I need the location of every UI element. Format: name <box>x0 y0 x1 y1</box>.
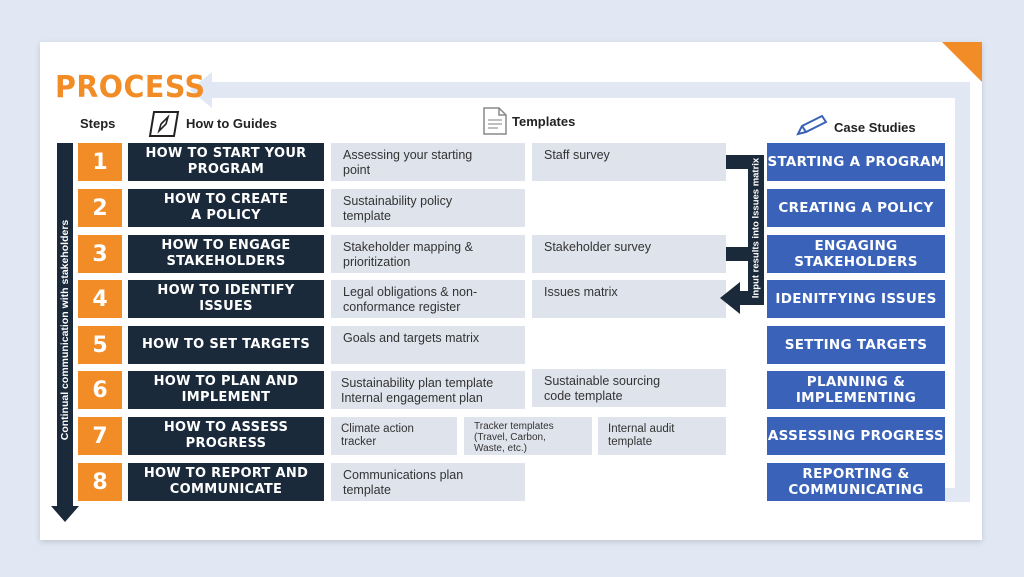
template-staff-survey[interactable]: Staff survey <box>532 143 726 181</box>
case-starting-program[interactable]: STARTING A PROGRAM <box>767 143 945 181</box>
step-number: 5 <box>78 326 122 364</box>
template-internal-audit[interactable]: Internal audit template <box>598 417 726 455</box>
step-number: 7 <box>78 417 122 455</box>
pencil-icon <box>796 114 828 136</box>
guide-set-targets[interactable]: HOW TO SET TARGETS <box>128 326 324 364</box>
case-engaging-stakeholders[interactable]: ENGAGING STAKEHOLDERS <box>767 235 945 273</box>
step-number: 6 <box>78 371 122 409</box>
template-sustainable-sourcing[interactable]: Sustainable sourcing code template <box>532 369 726 407</box>
template-stakeholder-survey[interactable]: Stakeholder survey <box>532 235 726 273</box>
guide-engage-stakeholders[interactable]: HOW TO ENGAGE STAKEHOLDERS <box>128 235 324 273</box>
step-number: 4 <box>78 280 122 318</box>
guide-create-policy[interactable]: HOW TO CREATE A POLICY <box>128 189 324 227</box>
page-title: PROCESS <box>55 70 206 105</box>
guide-report-communicate[interactable]: HOW TO REPORT AND COMMUNICATE <box>128 463 324 501</box>
case-setting-targets[interactable]: SETTING TARGETS <box>767 326 945 364</box>
steps-header: Steps <box>80 116 116 131</box>
case-planning-implementing[interactable]: PLANNING & IMPLEMENTING <box>767 371 945 409</box>
template-sustainability-policy[interactable]: Sustainability policy template <box>331 189 525 227</box>
template-stakeholder-mapping[interactable]: Stakeholder mapping & prioritization <box>331 235 525 273</box>
step-number: 8 <box>78 463 122 501</box>
templates-header: Templates <box>512 114 576 129</box>
arrow-down-icon <box>51 506 79 522</box>
template-legal-obligations[interactable]: Legal obligations & non- conformance reg… <box>331 280 525 318</box>
template-goals-targets[interactable]: Goals and targets matrix <box>331 326 525 364</box>
step-number: 1 <box>78 143 122 181</box>
step-number: 2 <box>78 189 122 227</box>
template-communications-plan[interactable]: Communications plan template <box>331 463 525 501</box>
step-number: 3 <box>78 235 122 273</box>
template-assessing-starting-point[interactable]: Assessing your starting point <box>331 143 525 181</box>
corner-accent <box>942 42 982 82</box>
document-icon <box>483 107 507 135</box>
guide-identify-issues[interactable]: HOW TO IDENTIFY ISSUES <box>128 280 324 318</box>
arrow-left-icon <box>190 72 212 108</box>
guide-plan-implement[interactable]: HOW TO PLAN AND IMPLEMENT <box>128 371 324 409</box>
template-tracker-templates[interactable]: Tracker templates (Travel, Carbon, Waste… <box>464 417 592 455</box>
template-issues-matrix[interactable]: Issues matrix <box>532 280 726 318</box>
case-reporting-communicating[interactable]: REPORTING & COMMUNICATING <box>767 463 945 501</box>
case-studies-header: Case Studies <box>834 120 916 135</box>
case-identifying-issues[interactable]: IDENITFYING ISSUES <box>767 280 945 318</box>
compass-icon <box>148 111 180 137</box>
guide-start-program[interactable]: HOW TO START YOUR PROGRAM <box>128 143 324 181</box>
guide-assess-progress[interactable]: HOW TO ASSESS PROGRESS <box>128 417 324 455</box>
case-assessing-progress[interactable]: ASSESSING PROGRESS <box>767 417 945 455</box>
case-creating-policy[interactable]: CREATING A POLICY <box>767 189 945 227</box>
template-sustainability-plan[interactable]: Sustainability plan template Internal en… <box>331 371 525 409</box>
input-results-label: Input results into Issues matrix <box>750 157 762 299</box>
template-climate-action-tracker[interactable]: Climate action tracker <box>331 417 457 455</box>
guides-header: How to Guides <box>186 116 277 131</box>
arrow-left-icon <box>720 282 740 314</box>
